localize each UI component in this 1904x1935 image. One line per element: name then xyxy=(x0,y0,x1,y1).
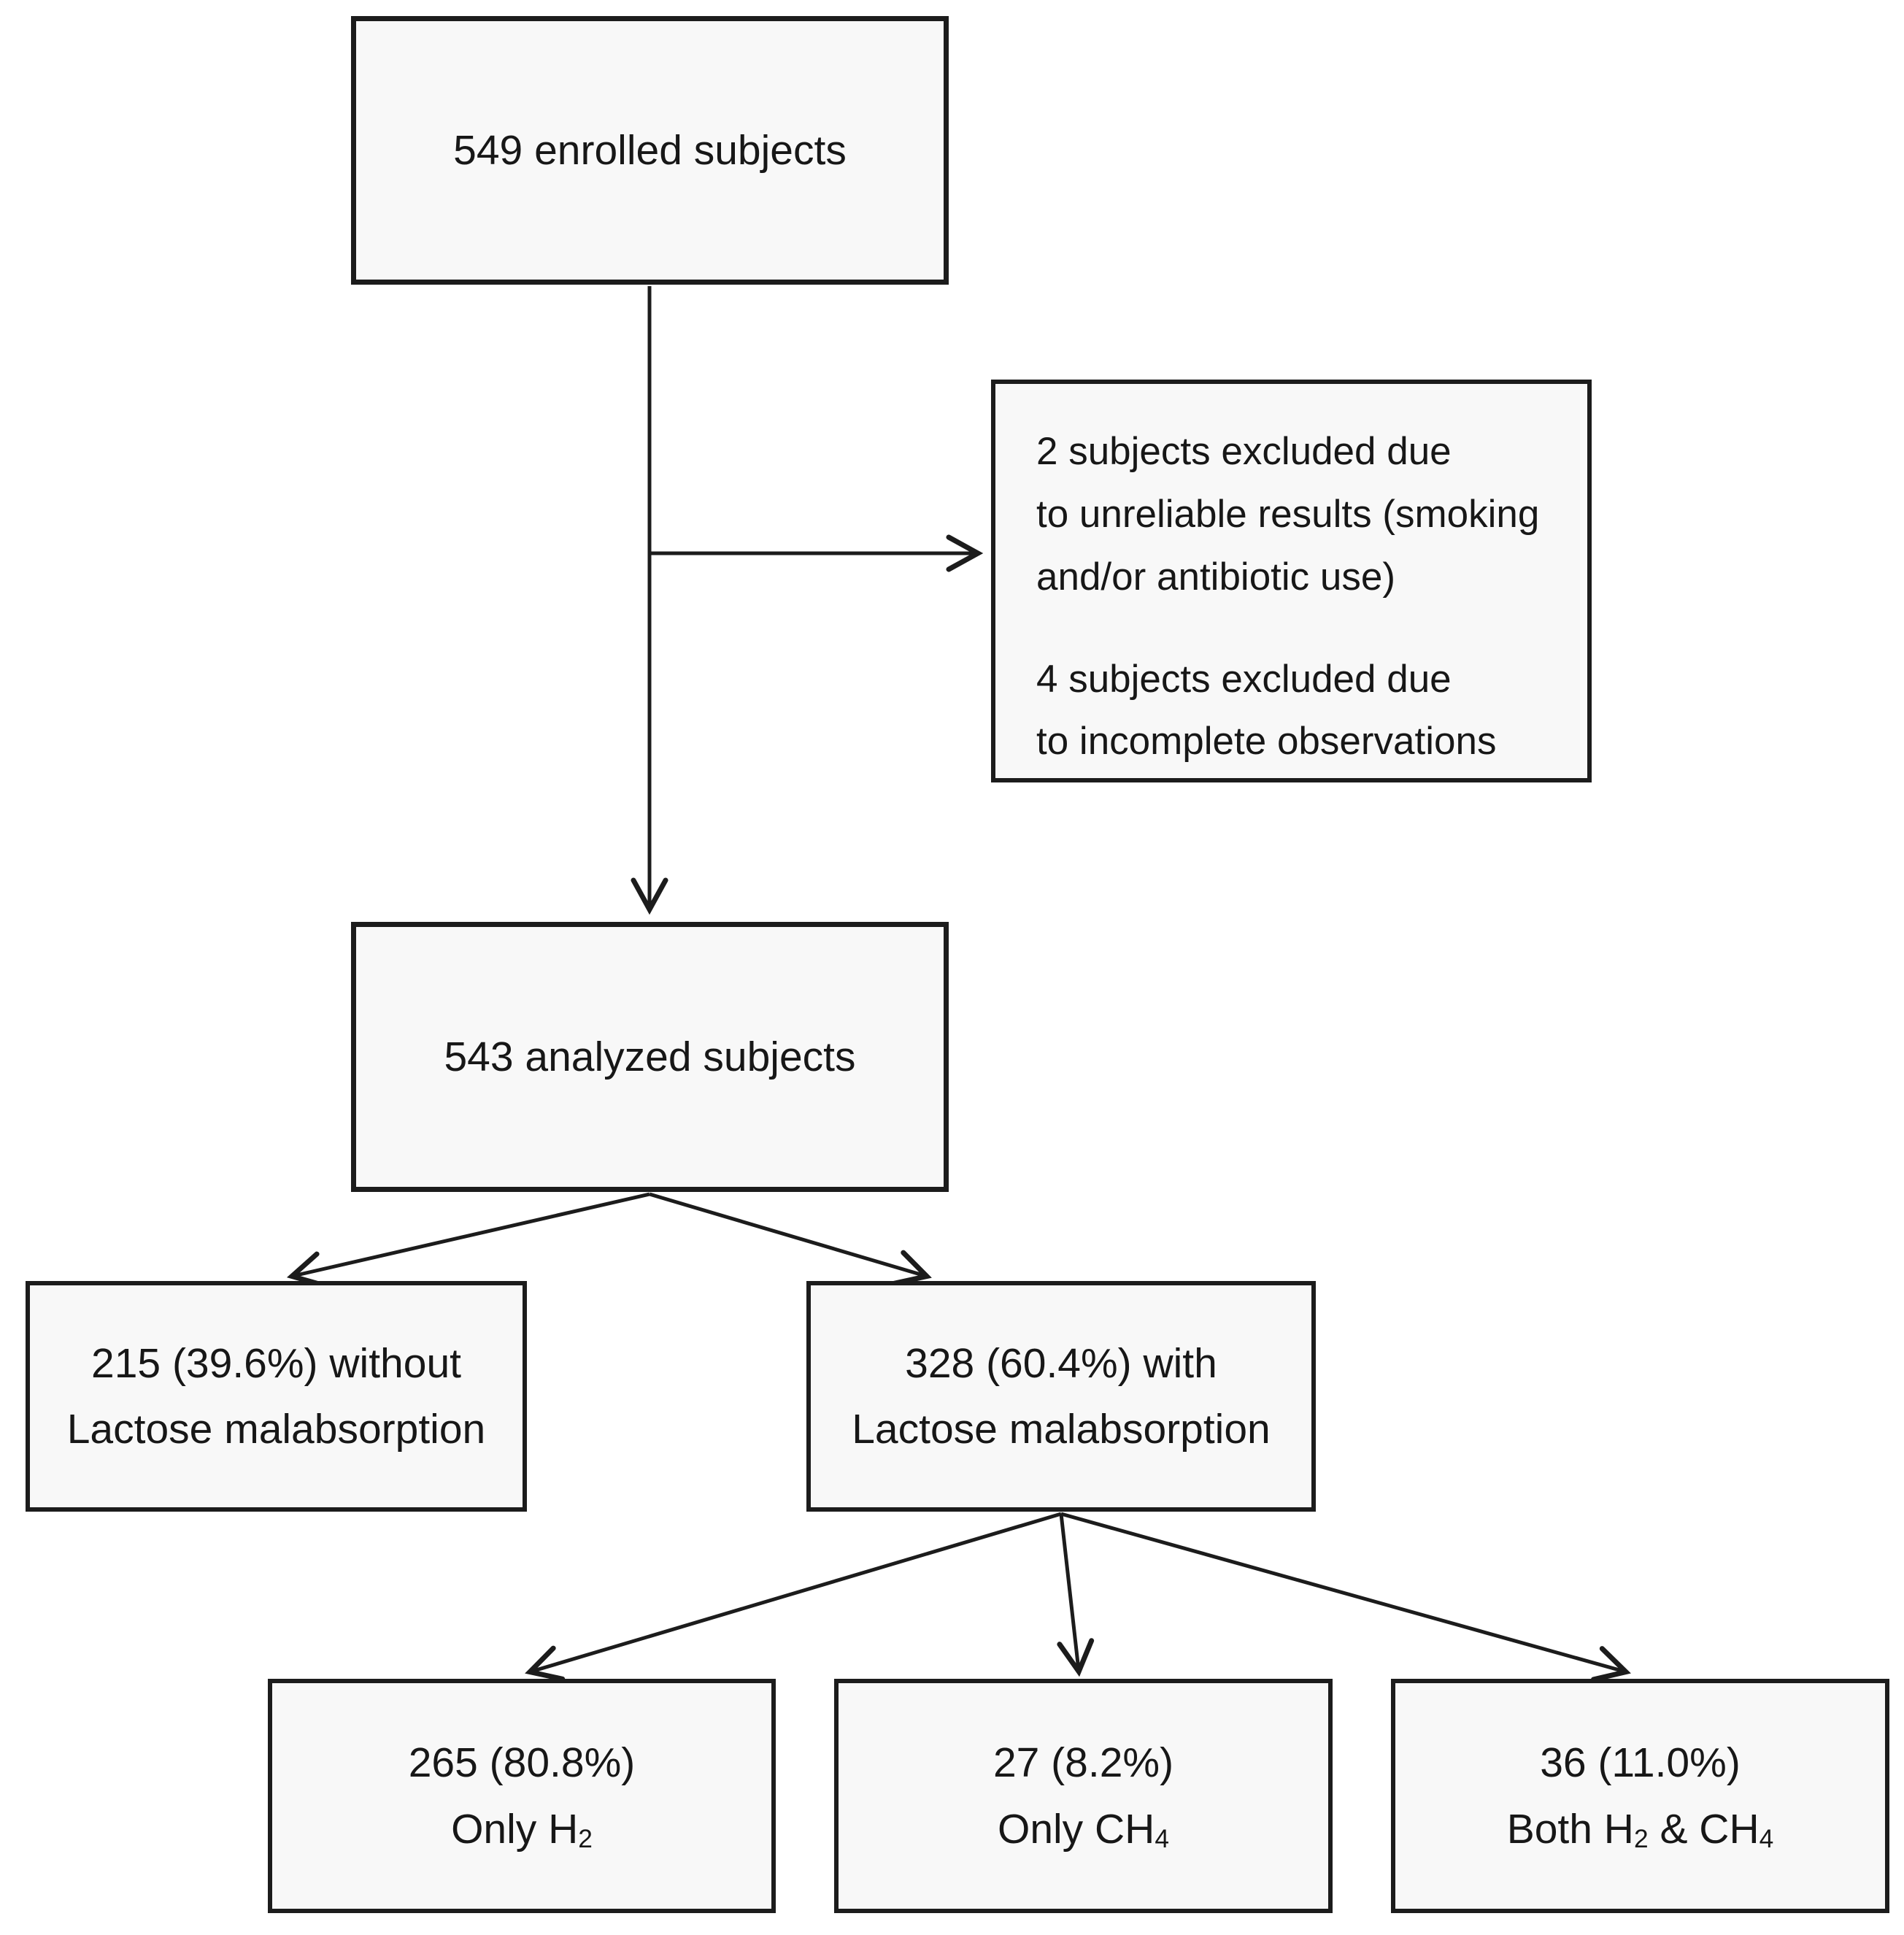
both-label-part2: & CH xyxy=(1648,1805,1760,1853)
both-count: 36 (11.0%) xyxy=(1540,1739,1741,1787)
only-h2-label-text: Only H xyxy=(451,1805,579,1853)
only-ch4-label-text: Only CH xyxy=(997,1805,1155,1853)
box-with-lactose-malabsorption: 328 (60.4%) with Lactose malabsorption xyxy=(806,1281,1316,1512)
exclusion-paragraph-1: 2 subjects excluded due to unreliable re… xyxy=(1036,420,1539,609)
without-lm-label: Lactose malabsorption xyxy=(66,1406,486,1453)
box-excluded-subjects: 2 subjects excluded due to unreliable re… xyxy=(991,380,1592,782)
both-label: Both H2 & CH4 xyxy=(1507,1796,1774,1862)
exclusion-text-line: to incomplete observations xyxy=(1036,720,1497,763)
box-enrolled-subjects: 549 enrolled subjects xyxy=(351,16,949,285)
analyzed-label: 543 analyzed subjects xyxy=(444,1033,856,1080)
only-h2-label: Only H2 xyxy=(451,1796,593,1862)
with-lm-label: Lactose malabsorption xyxy=(852,1406,1271,1453)
subscript-2: 2 xyxy=(1633,1824,1649,1853)
arrow-analyzed-to-without-lm xyxy=(286,1192,650,1288)
exclusion-text-line: 4 subjects excluded due xyxy=(1036,657,1452,701)
exclusion-paragraph-2: 4 subjects excluded due to incomplete ob… xyxy=(1036,648,1496,774)
arrow-with-lm-to-only-h2 xyxy=(525,1512,1062,1682)
subscript-4: 4 xyxy=(1155,1824,1170,1853)
arrow-with-lm-to-both xyxy=(1060,1512,1631,1682)
with-lm-count: 328 (60.4%) with xyxy=(905,1339,1217,1387)
arrow-with-lm-to-only-ch4 xyxy=(1057,1513,1095,1677)
arrow-analyzed-to-with-lm xyxy=(649,1192,932,1286)
both-label-part1: Both H xyxy=(1506,1805,1634,1853)
only-ch4-count: 27 (8.2%) xyxy=(993,1739,1174,1787)
box-only-h2: 265 (80.8%) Only H2 xyxy=(268,1679,776,1913)
without-lm-count: 215 (39.6%) without xyxy=(91,1339,461,1387)
only-ch4-label: Only CH4 xyxy=(998,1796,1169,1862)
exclusion-text-line: 2 subjects excluded due xyxy=(1036,430,1452,473)
box-both-h2-and-ch4: 36 (11.0%) Both H2 & CH4 xyxy=(1391,1679,1889,1913)
exclusion-text-line: to unreliable results (smoking xyxy=(1036,492,1540,536)
exclusion-text-line: and/or antibiotic use) xyxy=(1036,555,1396,599)
subscript-4: 4 xyxy=(1759,1824,1774,1853)
only-h2-count: 265 (80.8%) xyxy=(408,1739,636,1787)
box-without-lactose-malabsorption: 215 (39.6%) without Lactose malabsorptio… xyxy=(26,1281,527,1512)
enrolled-label: 549 enrolled subjects xyxy=(453,126,847,174)
box-only-ch4: 27 (8.2%) Only CH4 xyxy=(834,1679,1333,1913)
subscript-2: 2 xyxy=(578,1824,593,1853)
box-analyzed-subjects: 543 analyzed subjects xyxy=(351,922,949,1192)
